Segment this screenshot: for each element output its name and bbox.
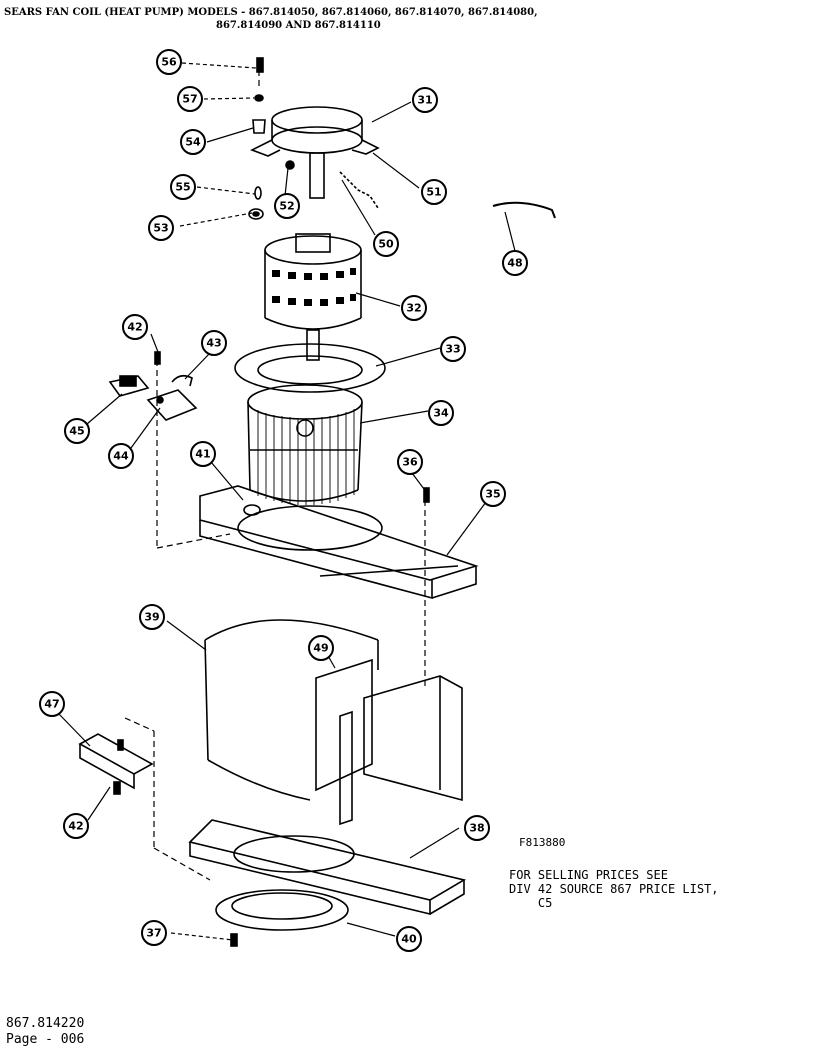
screw-part-42-lower xyxy=(113,781,121,795)
callout-57: 57 xyxy=(177,86,203,112)
part-53 xyxy=(248,208,264,220)
callout-number: 49 xyxy=(313,642,328,655)
callout-number: 39 xyxy=(144,611,159,624)
assembly-dashed-lines xyxy=(124,70,426,881)
side-panel xyxy=(363,675,463,802)
callout-39: 39 xyxy=(139,604,165,630)
cutoff-plate-part-49 xyxy=(315,658,373,826)
footer-part-number: 867.814220 xyxy=(6,1016,85,1031)
callout-number: 33 xyxy=(445,343,460,356)
callout-54: 54 xyxy=(180,129,206,155)
footer-page-number: Page - 006 xyxy=(6,1032,85,1047)
title-line-2: 867.814090 AND 867.814110 xyxy=(216,20,381,31)
callout-43: 43 xyxy=(201,330,227,356)
callout-labels: 56 57 54 31 55 52 51 53 50 48 32 42 43 33 45 44 34 41 36 35… xyxy=(39,49,528,952)
callout-44: 44 xyxy=(108,443,134,469)
callout-42: 42 xyxy=(122,314,148,340)
grommet-part-54 xyxy=(252,119,266,134)
clip-part-50 xyxy=(339,171,379,209)
callout-number: 42 xyxy=(68,820,83,833)
leader-lines xyxy=(57,62,516,941)
screw-part-36 xyxy=(423,487,430,503)
callout-42: 42 xyxy=(63,813,89,839)
screw-part-42 xyxy=(154,351,161,365)
callout-32: 32 xyxy=(401,295,427,321)
callout-48: 48 xyxy=(502,250,528,276)
callout-number: 45 xyxy=(69,425,84,438)
callout-number: 41 xyxy=(195,448,210,461)
callout-37: 37 xyxy=(141,920,167,946)
page-footer: 867.814220 Page - 006 xyxy=(6,1016,84,1048)
orifice-ring-part-33 xyxy=(234,343,386,393)
wire-part-48 xyxy=(492,201,556,219)
part-55 xyxy=(254,186,262,200)
title-line-1: SEARS FAN COIL (HEAT PUMP) MODELS - 867.… xyxy=(4,7,538,18)
blower-deck-part-35 xyxy=(199,485,479,600)
callout-number: 48 xyxy=(507,257,522,270)
callout-number: 54 xyxy=(185,136,201,149)
callout-number: 43 xyxy=(206,337,221,350)
reference-code: F813880 xyxy=(519,836,566,849)
bottom-deck-part-38 xyxy=(188,819,467,916)
gasket-part-40 xyxy=(215,889,349,931)
callout-number: 35 xyxy=(485,488,500,501)
callout-number: 40 xyxy=(401,933,417,946)
callout-36: 36 xyxy=(397,449,423,475)
callout-41: 41 xyxy=(190,441,216,467)
callout-number: 47 xyxy=(44,698,59,711)
blower-motor-part-32 xyxy=(264,233,362,361)
motor-mount-band-part-31 xyxy=(250,106,380,199)
callout-55: 55 xyxy=(170,174,196,200)
callout-number: 53 xyxy=(153,222,168,235)
relay-part-45 xyxy=(108,375,150,397)
callout-33: 33 xyxy=(440,336,466,362)
callout-50: 50 xyxy=(373,231,399,257)
screw-part-37 xyxy=(230,933,238,947)
screw-part-56 xyxy=(256,57,264,73)
price-note: FOR SELLING PRICES SEE DIV 42 SOURCE 867… xyxy=(509,868,719,910)
callout-45: 45 xyxy=(64,418,90,444)
callout-number: 55 xyxy=(175,181,190,194)
bracket-part-47 xyxy=(78,733,154,790)
callout-38: 38 xyxy=(464,815,490,841)
callout-51: 51 xyxy=(421,179,447,205)
callout-40: 40 xyxy=(396,926,422,952)
part-52 xyxy=(285,160,295,170)
callout-34: 34 xyxy=(428,400,454,426)
washer-part-57 xyxy=(254,94,264,102)
bracket-part-44 xyxy=(146,389,198,421)
callout-47: 47 xyxy=(39,691,65,717)
callout-number: 57 xyxy=(182,93,197,106)
callout-number: 38 xyxy=(469,822,484,835)
callout-35: 35 xyxy=(480,481,506,507)
clip-part-43 xyxy=(171,374,193,387)
callout-31: 31 xyxy=(412,87,438,113)
callout-56: 56 xyxy=(156,49,182,75)
callout-number: 37 xyxy=(146,927,161,940)
callout-number: 52 xyxy=(279,200,294,213)
callout-number: 44 xyxy=(113,450,129,463)
callout-number: 34 xyxy=(433,407,449,420)
callout-number: 56 xyxy=(161,56,177,69)
callout-52: 52 xyxy=(274,193,300,219)
callout-number: 31 xyxy=(417,94,432,107)
blower-housing-part-39 xyxy=(204,619,379,801)
callout-number: 51 xyxy=(426,186,441,199)
callout-49: 49 xyxy=(308,635,334,661)
callout-number: 32 xyxy=(406,302,421,315)
callout-number: 36 xyxy=(402,456,418,469)
diagram-title: SEARS FAN COIL (HEAT PUMP) MODELS - 867.… xyxy=(0,6,816,32)
callout-number: 42 xyxy=(127,321,142,334)
callout-number: 50 xyxy=(378,238,394,251)
callout-53: 53 xyxy=(148,215,174,241)
blower-wheel-part-34 xyxy=(247,384,363,505)
